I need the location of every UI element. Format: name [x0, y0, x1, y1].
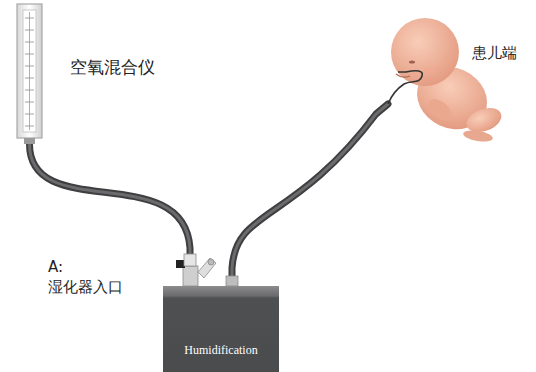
node-label: 患儿端 — [470, 44, 519, 63]
infant-node: 患儿端 — [386, 18, 514, 142]
inlet-label: A: 湿化器入口 — [48, 258, 138, 297]
blender-node: 空氧混合仪 — [17, 4, 42, 138]
breathing-tube — [232, 104, 388, 278]
node-label: Humidification — [163, 343, 279, 358]
infant-figure — [388, 18, 505, 144]
node-label: 空氧混合仪 — [68, 56, 157, 79]
humidifier-box: Humidification — [163, 286, 279, 372]
humidifier-fittings — [176, 254, 238, 286]
air-oxygen-blender — [17, 4, 42, 144]
breathing-tube — [30, 144, 191, 254]
